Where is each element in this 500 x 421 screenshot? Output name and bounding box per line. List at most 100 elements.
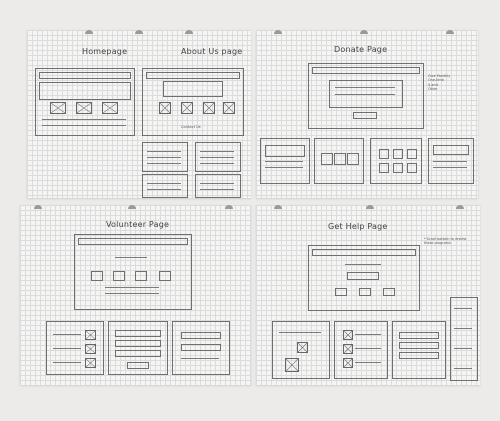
option-box [383, 288, 395, 296]
search-box [347, 272, 379, 280]
image-placeholder [159, 102, 171, 114]
donate-notes: Give Monthly One-time $ amt Other [428, 74, 450, 92]
text-line [53, 348, 81, 349]
text-line [42, 125, 126, 126]
inner-box [393, 163, 403, 173]
sub-wireframe [195, 142, 241, 172]
donate-wireframe [308, 63, 424, 129]
contact-label: Contact Us [181, 125, 201, 129]
inner-box [334, 153, 346, 165]
header-bar [312, 67, 420, 74]
image-placeholder [85, 358, 96, 368]
image-placeholder [85, 330, 96, 340]
inner-box [393, 149, 403, 159]
form-field [115, 340, 161, 347]
sidebar-wireframe [450, 297, 478, 381]
about-wireframe: Contact Us [142, 68, 244, 136]
inner-box [379, 163, 389, 173]
wireframe-sheet-donate: Donate Page Give Monthly One-time $ amt … [256, 30, 478, 198]
text-line [147, 163, 181, 164]
text-line [200, 183, 234, 184]
image-placeholder [181, 102, 193, 114]
header-bar [78, 238, 188, 245]
text-line [200, 163, 234, 164]
inner-box [379, 149, 389, 159]
text-line [355, 334, 381, 335]
text-line [355, 348, 381, 349]
sub-wireframe [260, 138, 310, 184]
option-box [113, 271, 125, 281]
sub-wireframe [46, 321, 104, 375]
binder-hole [185, 30, 193, 34]
form-field [181, 344, 221, 351]
about-page-title: About Us page [181, 47, 243, 56]
binder-hole [34, 205, 42, 209]
hero-box [163, 81, 223, 97]
help-side-note: * Scroll bottom to review these programs [424, 237, 467, 246]
binder-hole [135, 30, 143, 34]
text-line [265, 161, 303, 162]
text-line [200, 151, 234, 152]
donate-page-title: Donate Page [334, 45, 388, 54]
note-line: $ amt [428, 82, 438, 87]
image-placeholder [343, 358, 353, 368]
header-bar [39, 72, 131, 79]
inner-box [407, 163, 417, 173]
image-placeholder [203, 102, 215, 114]
text-line [147, 151, 181, 152]
text-line [53, 362, 81, 363]
text-line [454, 328, 472, 329]
binder-hole [456, 205, 464, 209]
binder-hole [274, 205, 282, 209]
form-field [181, 332, 221, 339]
inner-box [347, 153, 359, 165]
text-line [433, 167, 467, 168]
option-box [159, 271, 171, 281]
text-line [335, 94, 395, 95]
text-line [454, 308, 472, 309]
image-placeholder [343, 344, 353, 354]
inner-box [433, 145, 469, 155]
text-line [200, 189, 234, 190]
donate-button [353, 112, 377, 119]
sub-wireframe [370, 138, 422, 184]
wireframe-sheet-volunteer: Volunteer Page [20, 205, 251, 385]
sub-wireframe [142, 174, 188, 198]
text-line [147, 183, 181, 184]
text-line [147, 189, 181, 190]
image-placeholder [297, 342, 308, 353]
sub-wireframe [392, 321, 446, 379]
sub-wireframe [142, 142, 188, 172]
form-field [115, 350, 161, 357]
option-box [135, 271, 147, 281]
text-line [200, 157, 234, 158]
sub-wireframe [314, 138, 364, 184]
image-placeholder [50, 102, 66, 114]
volunteer-page-title: Volunteer Page [106, 220, 170, 229]
binder-hole [274, 30, 282, 34]
binder-hole [128, 205, 136, 209]
submit-button [127, 362, 149, 369]
note-line: Give Monthly [428, 74, 451, 78]
binder-hole [366, 205, 374, 209]
text-line [42, 119, 126, 120]
text-line [265, 167, 303, 168]
image-placeholder [102, 102, 118, 114]
text-line [454, 348, 472, 349]
form-field [115, 330, 161, 337]
inner-box [321, 153, 333, 165]
text-line [147, 157, 181, 158]
sub-wireframe [272, 321, 330, 379]
option-box [359, 288, 371, 296]
binder-hole [225, 205, 233, 209]
form-field [399, 342, 439, 349]
text-line [454, 368, 472, 369]
option-box [91, 271, 103, 281]
text-line [355, 362, 381, 363]
image-placeholder [76, 102, 92, 114]
image-placeholder [85, 344, 96, 354]
wireframe-sheet-help: Get Help Page * Scroll bottom to review … [256, 205, 480, 385]
binder-hole [446, 30, 454, 34]
form-field [399, 352, 439, 359]
